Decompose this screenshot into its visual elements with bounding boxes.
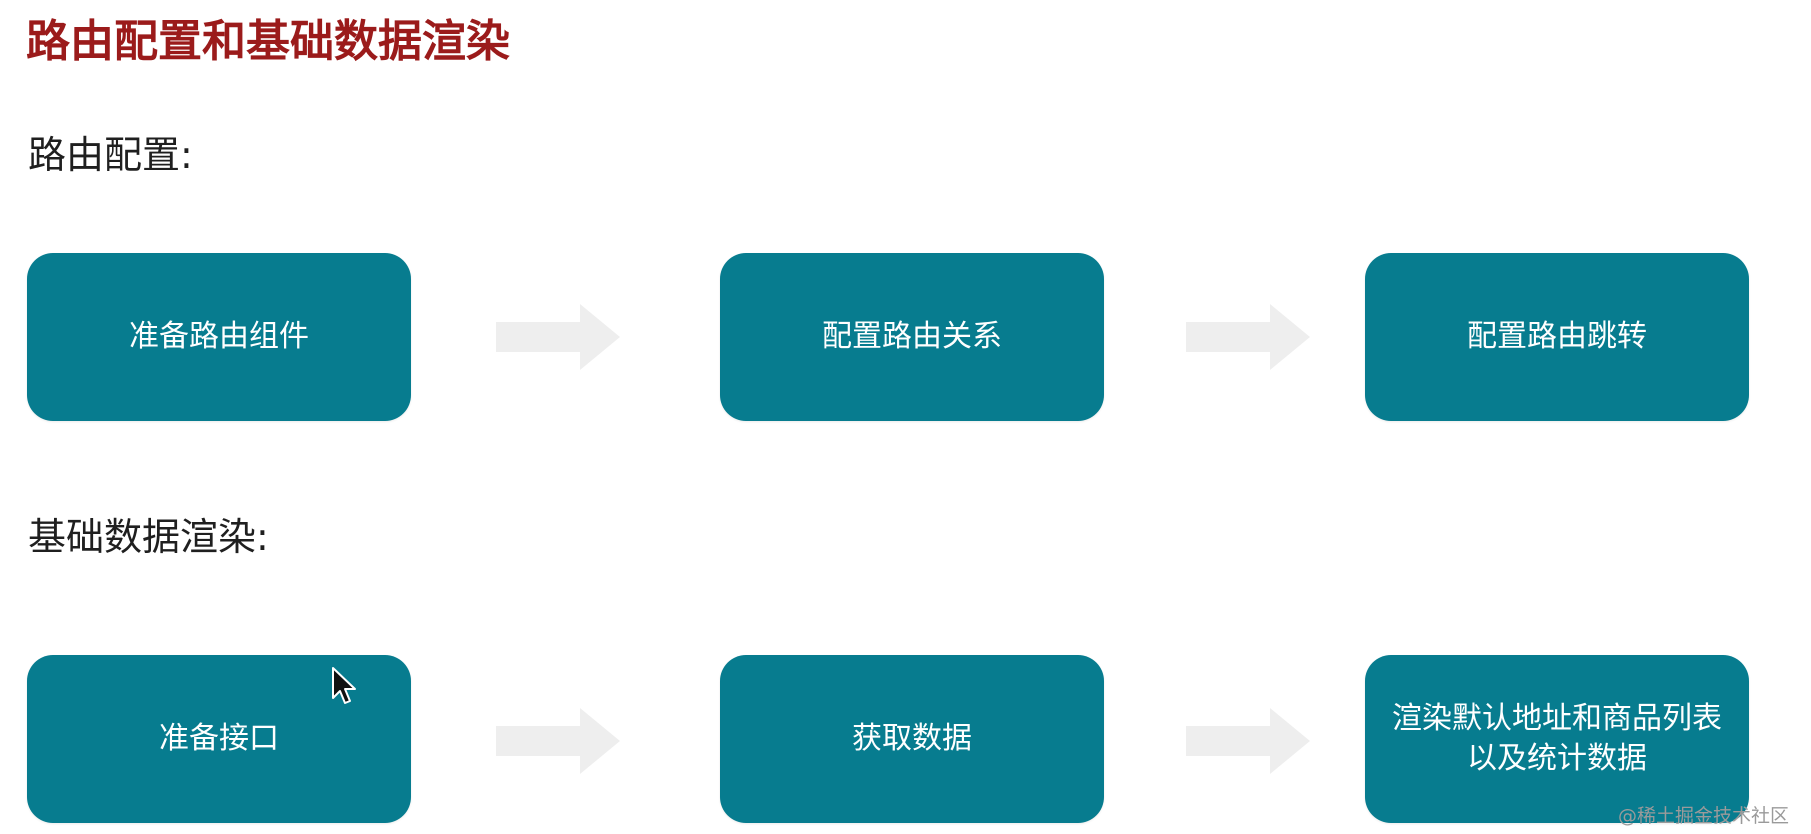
step-label: 渲染默认地址和商品列表 以及统计数据 [1392, 701, 1722, 776]
step-label: 准备接口 [159, 721, 279, 756]
right-arrow-icon [1186, 304, 1310, 370]
section-label-data-rendering: 基础数据渲染: [28, 515, 269, 559]
step-label: 配置路由跳转 [1467, 319, 1647, 354]
right-arrow-icon [496, 708, 620, 774]
step-prepare-route-components: 准备路由组件 [27, 253, 411, 421]
step-render-address-and-products: 渲染默认地址和商品列表 以及统计数据 [1365, 655, 1749, 823]
watermark: @稀土掘金技术社区 [1617, 805, 1789, 827]
right-arrow-icon [496, 304, 620, 370]
step-configure-route-navigation: 配置路由跳转 [1365, 253, 1749, 421]
step-label: 准备路由组件 [129, 319, 309, 354]
section-label-routing: 路由配置: [28, 133, 193, 177]
right-arrow-icon [1186, 708, 1310, 774]
page-title: 路由配置和基础数据渲染 [26, 16, 510, 67]
step-configure-route-relations: 配置路由关系 [720, 253, 1104, 421]
step-label: 获取数据 [852, 721, 972, 756]
step-label: 配置路由关系 [822, 319, 1002, 354]
mouse-pointer-icon [332, 667, 356, 704]
step-fetch-data: 获取数据 [720, 655, 1104, 823]
